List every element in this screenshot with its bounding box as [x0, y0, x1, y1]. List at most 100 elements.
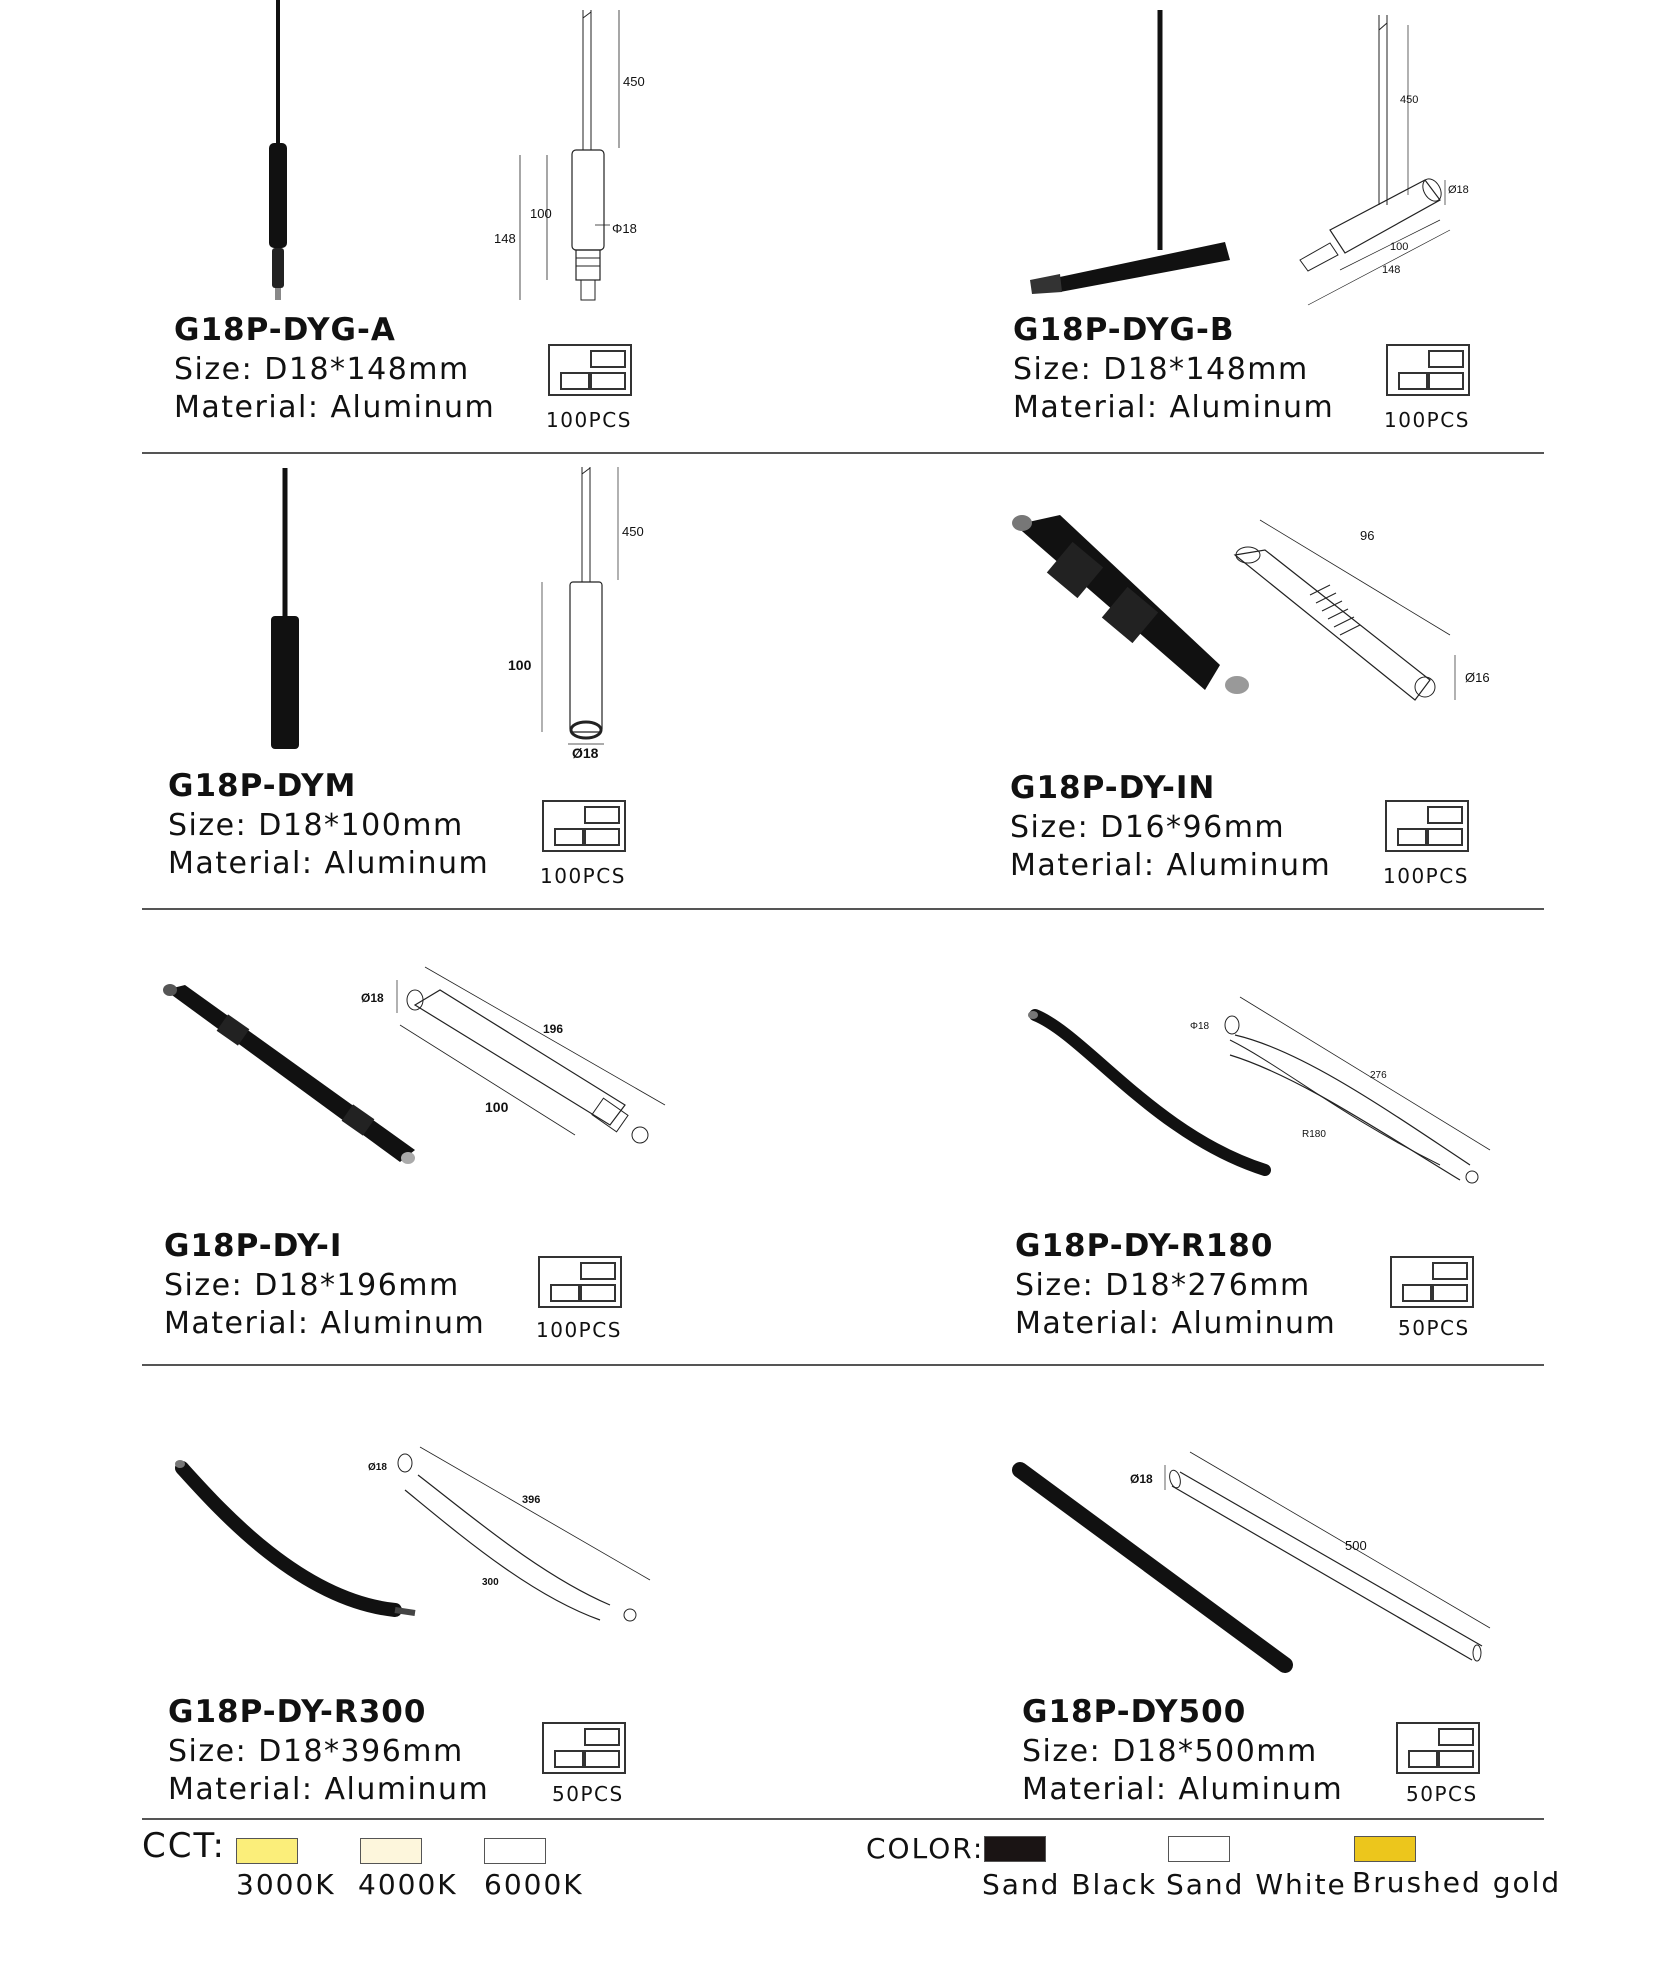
product-size: Size: D18*196mm — [164, 1268, 460, 1303]
product-size: Size: D16*96mm — [1010, 810, 1285, 845]
material-value: Aluminum — [324, 846, 490, 881]
material-label: Material: — [168, 1772, 314, 1807]
material-label: Material: — [1013, 390, 1159, 425]
material-label: Material: — [164, 1306, 310, 1341]
size-value: D18*500mm — [1112, 1734, 1318, 1769]
product-code: G18P-DY500 — [1022, 1694, 1247, 1730]
section-divider — [142, 1364, 1544, 1366]
dim-label: Ø18 — [368, 1462, 387, 1473]
carton-icon — [548, 344, 632, 396]
material-label: Material: — [1022, 1772, 1168, 1807]
cct-swatch-4000k — [360, 1838, 422, 1864]
package-quantity: 50PCS — [1406, 1782, 1478, 1806]
dim-label: 96 — [1360, 528, 1374, 543]
size-value: D18*148mm — [1103, 352, 1309, 387]
package-quantity: 50PCS — [552, 1782, 624, 1806]
cct-label: 3000K — [236, 1868, 336, 1901]
dim-label: Ø18 — [1448, 184, 1469, 196]
material-label: Material: — [1015, 1306, 1161, 1341]
size-value: D18*100mm — [258, 808, 464, 843]
product-photo-dyg-b — [1030, 10, 1230, 294]
dim-label: 450 — [1400, 94, 1418, 106]
technical-drawing-dyg-b: 450 Ø18 100 148 — [1299, 15, 1469, 306]
dim-label: 450 — [622, 524, 644, 539]
package-quantity: 100PCS — [1384, 408, 1470, 432]
dim-label: Φ18 — [1190, 1021, 1210, 1032]
package-quantity: 100PCS — [1383, 864, 1469, 888]
material-label: Material: — [1010, 848, 1156, 883]
carton-icon — [542, 1722, 626, 1774]
product-size: Size: D18*396mm — [168, 1734, 464, 1769]
technical-drawing-dy-i: Ø18 196 100 — [361, 966, 666, 1144]
color-title: COLOR: — [866, 1832, 985, 1865]
technical-drawing-dyg-a: 450 100 148 Φ18 — [494, 10, 645, 301]
material-value: Aluminum — [1166, 848, 1332, 883]
product-photo-dy500 — [1012, 1462, 1293, 1673]
product-code: G18P-DY-IN — [1010, 770, 1216, 806]
dim-label: Ø18 — [361, 991, 384, 1005]
product-material: Material: Aluminum — [174, 390, 495, 425]
section-divider — [142, 1818, 1544, 1820]
product-material: Material: Aluminum — [1022, 1772, 1343, 1807]
cct-label: 6000K — [484, 1868, 584, 1901]
technical-drawing-dy-in: 96 Ø16 — [1233, 519, 1490, 701]
dim-label: Ø18 — [572, 745, 599, 761]
product-material: Material: Aluminum — [164, 1306, 485, 1341]
package-quantity: 50PCS — [1398, 1316, 1470, 1340]
material-value: Aluminum — [1169, 390, 1335, 425]
dim-label: 148 — [1382, 264, 1400, 276]
color-label: Sand Black — [982, 1868, 1158, 1901]
carton-icon — [1386, 344, 1470, 396]
product-photo-dy-in — [1012, 515, 1249, 694]
product-code: G18P-DY-R180 — [1015, 1228, 1274, 1264]
cct-swatch-6000k — [484, 1838, 546, 1864]
product-code: G18P-DYM — [168, 768, 357, 804]
cct-title: CCT: — [142, 1826, 226, 1866]
size-label: Size: — [1022, 1734, 1102, 1769]
color-swatch-brushed-gold — [1354, 1836, 1416, 1862]
carton-icon — [538, 1256, 622, 1308]
product-code: G18P-DYG-A — [174, 312, 396, 348]
size-value: D18*276mm — [1105, 1268, 1311, 1303]
technical-drawing-dy-r300: Ø18 396 300 — [368, 1446, 651, 1622]
color-label: Brushed gold — [1352, 1866, 1562, 1899]
size-label: Size: — [1010, 810, 1090, 845]
size-label: Size: — [1015, 1268, 1095, 1303]
size-value: D18*196mm — [254, 1268, 460, 1303]
dim-label: Φ18 — [612, 221, 637, 236]
dim-label: R180 — [1302, 1129, 1326, 1140]
product-photo-dy-r180 — [1028, 1009, 1271, 1176]
package-quantity: 100PCS — [540, 864, 626, 888]
color-swatch-sand-white — [1168, 1836, 1230, 1862]
dim-label: Ø18 — [1130, 1472, 1153, 1486]
dim-label: Ø16 — [1465, 670, 1490, 685]
size-label: Size: — [168, 808, 248, 843]
product-photo-dyg-a — [269, 0, 287, 300]
package-quantity: 100PCS — [536, 1318, 622, 1342]
dim-label: 196 — [543, 1022, 563, 1036]
size-label: Size: — [1013, 352, 1093, 387]
dim-label: 276 — [1370, 1070, 1387, 1081]
product-code: G18P-DY-R300 — [168, 1694, 427, 1730]
product-size: Size: D18*500mm — [1022, 1734, 1318, 1769]
size-label: Size: — [174, 352, 254, 387]
carton-icon — [1385, 800, 1469, 852]
product-material: Material: Aluminum — [168, 1772, 489, 1807]
size-label: Size: — [164, 1268, 244, 1303]
material-value: Aluminum — [320, 1306, 486, 1341]
product-material: Material: Aluminum — [168, 846, 489, 881]
package-quantity: 100PCS — [546, 408, 632, 432]
technical-drawing-dy500: Ø18 500 — [1130, 1451, 1491, 1662]
product-size: Size: D18*148mm — [174, 352, 470, 387]
material-value: Aluminum — [1171, 1306, 1337, 1341]
size-value: D18*396mm — [258, 1734, 464, 1769]
carton-icon — [1390, 1256, 1474, 1308]
product-photo-dy-r300 — [175, 1460, 416, 1617]
dim-label: 300 — [482, 1577, 499, 1588]
material-value: Aluminum — [330, 390, 496, 425]
product-code: G18P-DY-I — [164, 1228, 343, 1264]
product-code: G18P-DYG-B — [1013, 312, 1235, 348]
cct-swatch-3000k — [236, 1838, 298, 1864]
material-label: Material: — [174, 390, 320, 425]
product-photo-dy-i — [163, 984, 415, 1164]
